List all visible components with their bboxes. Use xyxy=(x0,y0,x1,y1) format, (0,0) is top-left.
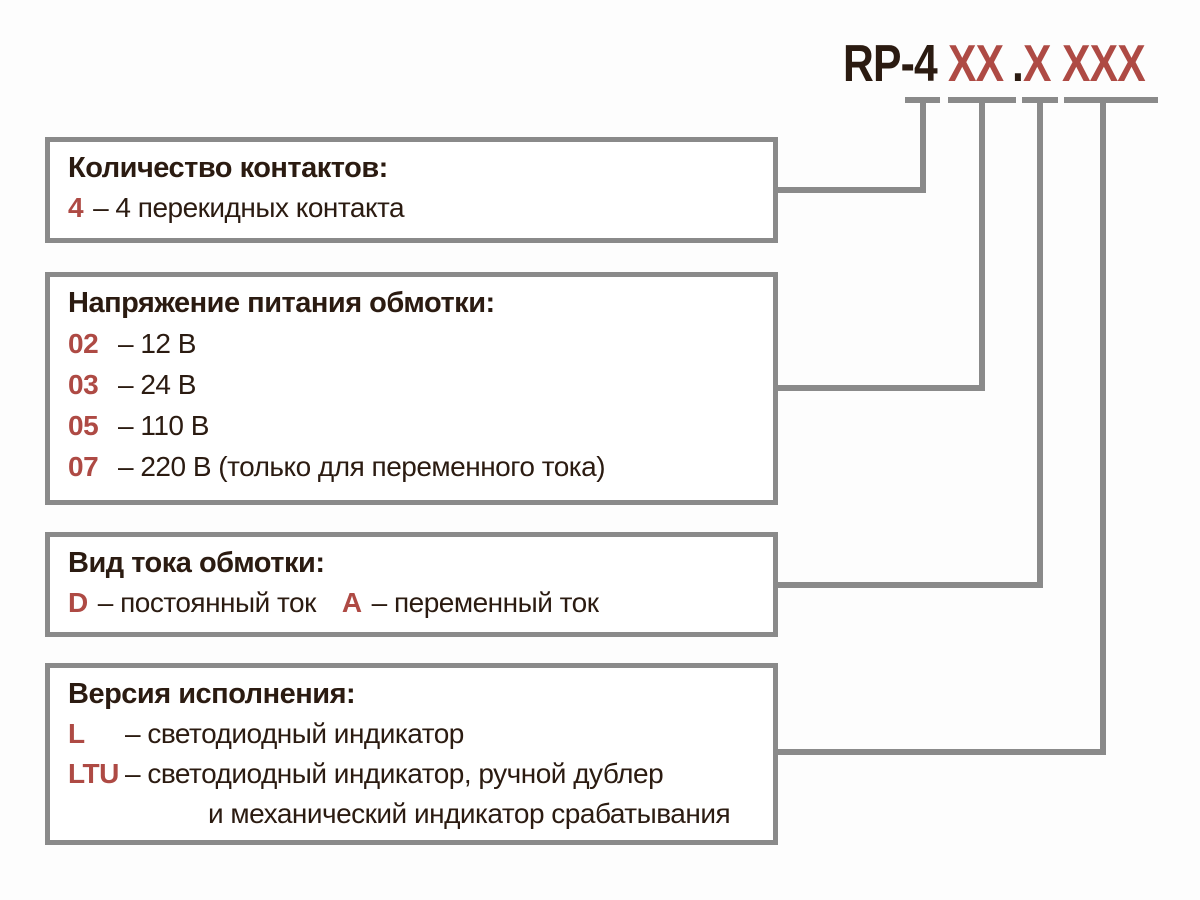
version-option-text: и механический индикатор срабатывания xyxy=(208,798,731,829)
current-type-option-code: D xyxy=(68,587,88,618)
voltage-option-text: – 24 В xyxy=(118,369,196,400)
voltage-option-code: 07 xyxy=(68,451,99,482)
version-option: L – светодиодный индикатор xyxy=(68,714,759,754)
version-option-continuation: и механический индикатор срабатывания xyxy=(68,794,759,834)
voltage-option-text: – 12 В xyxy=(118,328,196,359)
current-type-option-code: A xyxy=(341,587,362,618)
underline-version xyxy=(1064,97,1158,103)
current-type-option-text: – постоянный ток xyxy=(97,587,317,618)
current-type-box: Вид тока обмотки: D – постоянный ток A –… xyxy=(45,532,778,637)
code-voltage-placeholder: XX xyxy=(948,35,1004,93)
voltage-option: 07 – 220 В (только для переменного тока) xyxy=(68,446,759,487)
contacts-box: Количество контактов: 4 – 4 перекидных к… xyxy=(45,137,778,243)
version-option: LTU – светодиодный индикатор, ручной дуб… xyxy=(68,754,759,794)
current-type-options: D – постоянный ток A – переменный ток xyxy=(68,583,759,623)
code-dot: . xyxy=(1012,35,1024,93)
drop-line-contacts xyxy=(920,100,926,193)
version-box: Версия исполнения: L – светодиодный инди… xyxy=(45,663,778,845)
version-option-text: – светодиодный индикатор, ручной дублер xyxy=(125,758,664,789)
drop-line-version xyxy=(1100,100,1106,755)
voltage-option: 03 – 24 В xyxy=(68,364,759,405)
contacts-box-title: Количество контактов: xyxy=(68,152,388,184)
contacts-option-code: 4 xyxy=(68,192,84,223)
version-box-title: Версия исполнения: xyxy=(68,678,356,710)
voltage-option: 02 – 12 В xyxy=(68,323,759,364)
voltage-option-text: – 220 В (только для переменного тока) xyxy=(118,451,606,482)
contacts-option: 4 – 4 перекидных контакта xyxy=(68,188,759,228)
drop-line-current-type xyxy=(1037,100,1043,588)
voltage-option-text: – 110 В xyxy=(118,410,209,441)
version-option-code: L xyxy=(68,718,85,749)
code-current-placeholder: X xyxy=(1023,35,1051,93)
connector-voltage xyxy=(778,385,985,391)
connector-current-type xyxy=(778,582,1043,588)
current-type-option-text: – переменный ток xyxy=(371,587,599,618)
connector-version xyxy=(778,749,1106,755)
voltage-option-code: 05 xyxy=(68,410,99,441)
version-option-code: LTU xyxy=(68,758,119,789)
code-version-placeholder: XXX xyxy=(1062,35,1146,93)
version-option-text: – светодиодный индикатор xyxy=(125,718,464,749)
voltage-option-code: 02 xyxy=(68,328,99,359)
voltage-option-code: 03 xyxy=(68,369,99,400)
current-type-box-title: Вид тока обмотки: xyxy=(68,547,325,579)
voltage-box-title: Напряжение питания обмотки: xyxy=(68,287,495,319)
connector-contacts xyxy=(778,187,926,193)
contacts-option-text: – 4 перекидных контакта xyxy=(93,192,405,223)
drop-line-voltage xyxy=(979,100,985,391)
code-prefix: RP-4 xyxy=(843,35,938,93)
voltage-option: 05 – 110 В xyxy=(68,405,759,446)
voltage-box: Напряжение питания обмотки: 02 – 12 В 03… xyxy=(45,272,778,505)
code-current-group: .X xyxy=(1012,36,1051,92)
